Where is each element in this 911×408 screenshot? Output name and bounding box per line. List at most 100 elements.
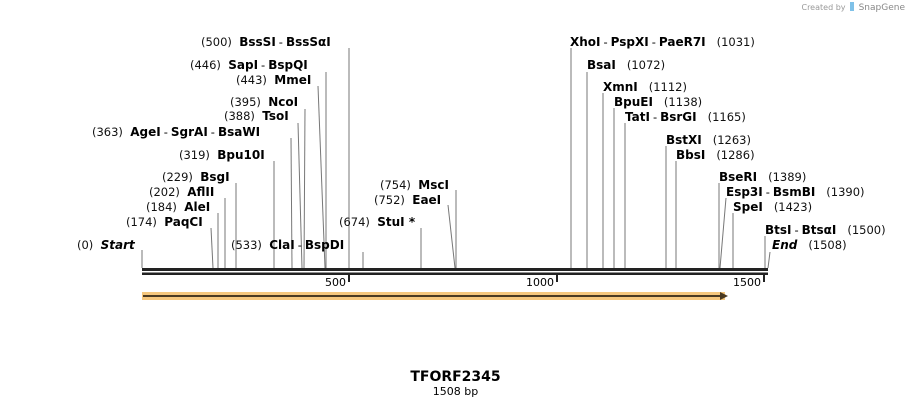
- enzyme-name: XhoI: [570, 35, 601, 49]
- site-xhoi[interactable]: XhoI-PspXI-PaeR7I (1031): [570, 35, 755, 49]
- tick-500: [348, 275, 350, 282]
- enzyme-name: MscI: [418, 178, 449, 192]
- site-position: (174): [126, 215, 157, 229]
- site-bsgi[interactable]: (229) BsgI: [162, 170, 230, 184]
- site-position: (0): [77, 238, 94, 252]
- site-sapi[interactable]: (446) SapI-BspQI: [190, 58, 308, 72]
- site-paqci[interactable]: (174) PaqCI: [126, 215, 203, 229]
- end-label: End: [772, 238, 798, 252]
- enzyme-name: StuI *: [377, 215, 416, 229]
- tick-1000: [556, 275, 558, 282]
- map-title: TFORF2345: [410, 369, 501, 385]
- enzyme-name: BtsI: [765, 223, 792, 237]
- enzyme-name: MmeI: [274, 73, 312, 87]
- snapgene-logo-icon: [850, 2, 855, 11]
- enzyme-name: AleI: [184, 200, 211, 214]
- enzyme-name: SgrAI: [170, 125, 208, 139]
- enzyme-name: TatI: [625, 110, 650, 124]
- site-position: (184): [146, 200, 177, 214]
- site-eaei[interactable]: (752) EaeI: [374, 193, 441, 207]
- tick-label-500: 500: [325, 276, 346, 289]
- site-position: (388): [224, 109, 255, 123]
- site-position: (319): [179, 148, 210, 162]
- enzyme-name: BtsαI: [801, 223, 837, 237]
- site-position: (1390): [826, 185, 865, 199]
- site-position: (1165): [707, 110, 746, 124]
- site-clai[interactable]: (533) ClaI-BspDI: [231, 238, 345, 252]
- backbone-bottom-strand: [142, 272, 768, 275]
- site-position: (1112): [648, 80, 687, 94]
- enzyme-name: ClaI: [269, 238, 295, 252]
- site-bbsi[interactable]: BbsI (1286): [676, 148, 755, 162]
- site-end[interactable]: End (1508): [772, 238, 847, 252]
- site-bpuei[interactable]: BpuEI (1138): [614, 95, 702, 109]
- credit-brand: SnapGene: [858, 3, 905, 13]
- enzyme-name: BsmBI: [772, 185, 816, 199]
- site-aflii[interactable]: (202) AflII: [149, 185, 214, 199]
- site-position: (500): [201, 35, 232, 49]
- enzyme-name: TsoI: [262, 109, 289, 123]
- site-position: (229): [162, 170, 193, 184]
- enzyme-name: SapI: [228, 58, 259, 72]
- site-bpu10i[interactable]: (319) Bpu10I: [179, 148, 265, 162]
- site-position: (395): [230, 95, 261, 109]
- site-bsssi[interactable]: (500) BssSI-BssSαI: [201, 35, 331, 49]
- enzyme-name: BspDI: [304, 238, 345, 252]
- feature-arrow-head: [720, 292, 728, 300]
- credit-prefix: Created by: [801, 3, 846, 12]
- enzyme-name: BsrGI: [660, 110, 697, 124]
- enzyme-name: PspXI: [610, 35, 649, 49]
- enzyme-name: BspQI: [268, 58, 308, 72]
- site-stui[interactable]: (674) StuI *: [339, 215, 415, 229]
- enzyme-name: PaqCI: [164, 215, 203, 229]
- site-position: (1138): [663, 95, 703, 109]
- site-btsi[interactable]: BtsI-BtsαI (1500): [765, 223, 886, 237]
- site-position: (1500): [847, 223, 886, 237]
- site-position: (752): [374, 193, 405, 207]
- enzyme-name: BpuEI: [614, 95, 653, 109]
- site-ncoi[interactable]: (395) NcoI: [230, 95, 298, 109]
- enzyme-name: BsaI: [587, 58, 616, 72]
- enzyme-name: BbsI: [676, 148, 706, 162]
- site-alei[interactable]: (184) AleI: [146, 200, 210, 214]
- enzyme-name: AflII: [187, 185, 215, 199]
- site-bseri[interactable]: BseRI (1389): [719, 170, 806, 184]
- site-position: (1423): [773, 200, 813, 214]
- enzyme-name: Esp3I: [726, 185, 763, 199]
- site-position: (1286): [716, 148, 755, 162]
- site-bstxi[interactable]: BstXI (1263): [666, 133, 751, 147]
- site-tsoi[interactable]: (388) TsoI: [224, 109, 289, 123]
- site-position: (1508): [808, 238, 847, 252]
- enzyme-name: BseRI: [719, 170, 758, 184]
- site-tati[interactable]: TatI-BsrGI (1165): [625, 110, 746, 124]
- enzyme-name: Bpu10I: [217, 148, 265, 162]
- site-agei[interactable]: (363) AgeI-SgrAI-BsaWI: [92, 125, 261, 139]
- enzyme-name: EaeI: [412, 193, 442, 207]
- site-bsai[interactable]: BsaI (1072): [587, 58, 665, 72]
- site-position: (674): [339, 215, 370, 229]
- tick-label-1000: 1000: [526, 276, 554, 289]
- site-xmni[interactable]: XmnI (1112): [603, 80, 687, 94]
- site-position: (1072): [626, 58, 666, 72]
- site-position: (363): [92, 125, 123, 139]
- enzyme-name: BsaWI: [217, 125, 261, 139]
- site-position: (533): [231, 238, 262, 252]
- site-start[interactable]: (0) Start: [77, 238, 135, 252]
- enzyme-name: AgeI: [130, 125, 161, 139]
- site-position: (202): [149, 185, 180, 199]
- enzyme-name: BssSI: [239, 35, 276, 49]
- site-msci[interactable]: (754) MscI: [380, 178, 449, 192]
- site-position: (1389): [768, 170, 807, 184]
- map-length: 1508 bp: [432, 385, 479, 398]
- enzyme-name: PaeR7I: [658, 35, 706, 49]
- snapgene-credit: Created by SnapGene: [801, 2, 905, 13]
- enzyme-name: SpeI: [733, 200, 763, 214]
- enzyme-name: BsgI: [200, 170, 230, 184]
- enzyme-name: BstXI: [666, 133, 702, 147]
- site-spei[interactable]: SpeI (1423): [733, 200, 812, 214]
- site-esp3i[interactable]: Esp3I-BsmBI (1390): [726, 185, 865, 199]
- site-mmei[interactable]: (443) MmeI: [236, 73, 311, 87]
- site-position: (446): [190, 58, 221, 72]
